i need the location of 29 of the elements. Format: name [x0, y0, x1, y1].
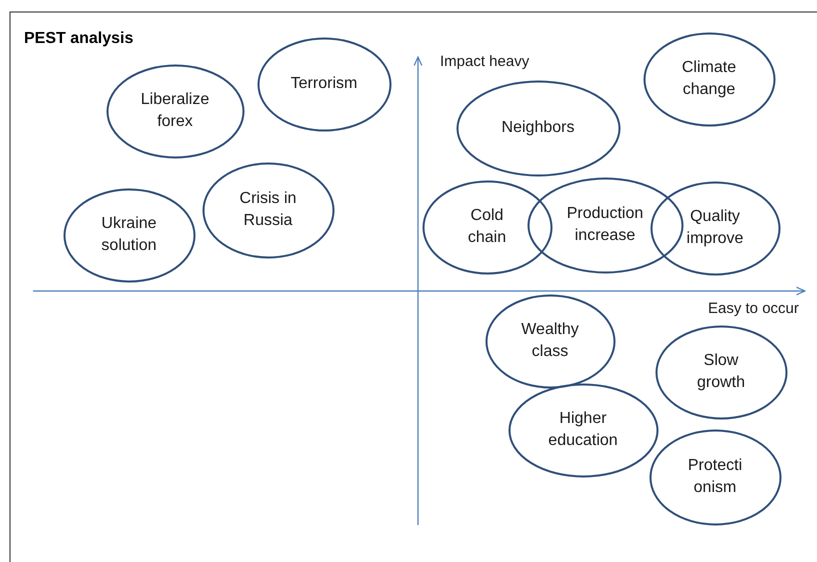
ellipse-node: [106, 64, 244, 158]
node-label: Terrorism: [290, 74, 358, 94]
ellipse-node: [456, 80, 620, 176]
node-label: Liberalize forex: [140, 90, 210, 132]
node-label: Slow growth: [696, 351, 746, 393]
node-label: Production increase: [566, 204, 644, 246]
ellipse-node: [643, 32, 775, 126]
ellipse-node: [650, 181, 780, 275]
node-label: Cold chain: [466, 206, 508, 248]
node-label: Quality improve: [686, 207, 744, 249]
node-label: Protecti onism: [686, 456, 744, 498]
ellipse-node: [508, 383, 658, 477]
ellipse-node: [257, 37, 391, 131]
axis-label: Impact heavy: [440, 53, 530, 70]
diagram-title: PEST analysis: [24, 30, 134, 48]
ellipse-node: [202, 162, 334, 258]
ellipse-node: [422, 180, 552, 274]
ellipse-node: [485, 294, 615, 388]
ellipse-node: [649, 429, 781, 525]
node-label: Climate change: [680, 58, 738, 100]
node-label: Crisis in Russia: [238, 189, 298, 231]
ellipse-node: [63, 188, 195, 282]
node-label: Wealthy class: [520, 320, 580, 362]
ellipse-node: [527, 177, 683, 273]
node-label: Higher education: [547, 409, 619, 451]
ellipse-node: [655, 325, 787, 419]
axis-label: Easy to occur: [708, 300, 799, 317]
node-label: Neighbors: [500, 118, 576, 138]
node-label: Ukraine solution: [100, 214, 158, 256]
